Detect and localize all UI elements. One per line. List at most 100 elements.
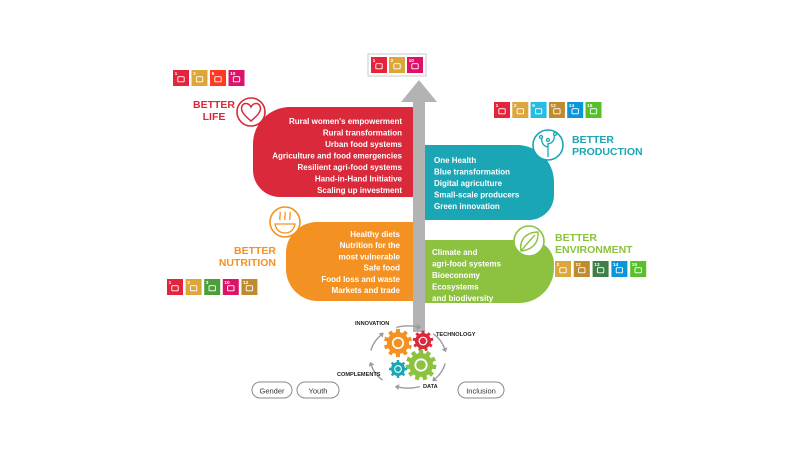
bowl-icon [269,206,301,238]
top-sdg-icons: 1 2 10 [367,53,427,77]
sdg-goal-12-icon: 12 [548,102,565,118]
life-item: Resilient agri-food systems [298,163,403,172]
cycle-arrowhead [432,376,438,382]
svg-text:Inclusion: Inclusion [466,387,496,396]
environment-heading-line: ENVIRONMENT [555,244,633,256]
sdg-goal-1-icon: 1 [173,70,189,86]
life-item: Agriculture and food emergencies [272,152,402,161]
sdg-goal-14-icon: 14 [611,261,628,277]
svg-text:Gender: Gender [259,387,285,396]
better-life-block [253,107,415,197]
environment-item: Ecosystems [432,283,479,292]
environment-item: and biodiversity [432,294,494,303]
sdg-goal-10-icon: 10 [222,279,239,295]
nutrition-item: Healthy diets [350,230,400,239]
life-item: Hand-in-Hand Initiative [315,175,403,184]
svg-text:15: 15 [632,262,638,268]
nutrition-heading-line: BETTER [234,245,276,257]
production-item: Digital agriculture [434,179,503,188]
data-label: DATA [423,384,438,390]
nutrition-item: most vulnerable [339,252,401,261]
production-item: Blue transformation [434,168,510,177]
svg-text:10: 10 [224,280,230,286]
inclusion-pill: Inclusion [457,381,505,399]
cycle-arrowhead [368,361,375,367]
gear-icon [383,328,413,358]
cycle-arrowhead [378,332,384,338]
cycle-arrow [370,334,382,351]
svg-text:2: 2 [514,103,517,109]
svg-text:15: 15 [587,103,593,109]
cycle-arrow [398,385,420,389]
production-item: Green innovation [434,202,500,211]
better-production-block [425,145,554,220]
svg-text:13: 13 [594,262,600,268]
life-heading-line: LIFE [203,111,226,123]
svg-text:6: 6 [532,103,535,109]
sdg-goal-2-icon: 2 [185,279,202,295]
sdg-goal-2-icon: 2 [512,102,529,118]
life-item: Rural transformation [323,129,402,138]
svg-text:2: 2 [187,280,190,286]
better-nutrition-block [286,222,415,301]
svg-text:Youth: Youth [309,387,328,396]
sdg-goal-10-icon: 10 [407,57,423,73]
sdg-goal-14-icon: 14 [567,102,584,118]
accelerator-gears [383,328,437,381]
svg-text:2: 2 [557,262,560,268]
svg-text:10: 10 [409,58,415,64]
sdg-goal-1-icon: 1 [167,279,183,295]
sdg-goal-2-icon: 2 [191,70,208,86]
technology-label: TECHNOLOGY [436,332,476,338]
leaf-icon [513,225,545,257]
environment-item: Bioeconomy [432,271,481,280]
cycle-arrowhead [416,323,422,330]
gear-icon [405,349,437,381]
innovation-label: INNOVATION [355,321,389,327]
sdg-goal-2-icon: 2 [389,57,405,73]
cycle-arrow [370,365,384,381]
production-item: One Health [434,156,476,165]
svg-text:14: 14 [569,103,575,109]
cycle-arrow [396,325,418,329]
svg-text:12: 12 [551,103,557,109]
youth-pill: Youth [296,381,340,399]
sdg-goal-12-icon: 12 [241,279,258,295]
svg-text:3: 3 [206,280,209,286]
svg-text:14: 14 [613,262,619,268]
axis-arrowhead [401,80,437,102]
life-item: Rural women's empowerment [289,117,402,126]
life-item: Scaling up investment [317,186,402,195]
svg-text:5: 5 [212,71,215,77]
svg-text:2: 2 [193,71,196,77]
environment-item: Climate and [432,248,477,257]
sdg-goal-3-icon: 3 [204,279,221,295]
production-heading-line: PRODUCTION [572,146,643,158]
svg-text:1: 1 [373,58,376,64]
svg-text:12: 12 [243,280,249,286]
nutrition-heading-line: NUTRITION [219,257,276,269]
nutrition-item: Safe food [364,264,401,273]
nutrition-item: Food loss and waste [321,275,400,284]
sdg-goal-15-icon: 15 [630,261,647,277]
sdg-goal-15-icon: 15 [585,102,602,118]
gear-icon [389,360,407,378]
complements-label: COMPLEMENTS [337,372,381,378]
cycle-arrowhead [441,347,448,353]
cycle-arrow [434,363,446,380]
environment-heading-line: BETTER [555,232,597,244]
nutrition-item: Markets and trade [332,286,401,295]
production-item: Small-scale producers [434,191,520,200]
cycle-arrowhead [394,384,400,391]
svg-text:1: 1 [175,71,178,77]
